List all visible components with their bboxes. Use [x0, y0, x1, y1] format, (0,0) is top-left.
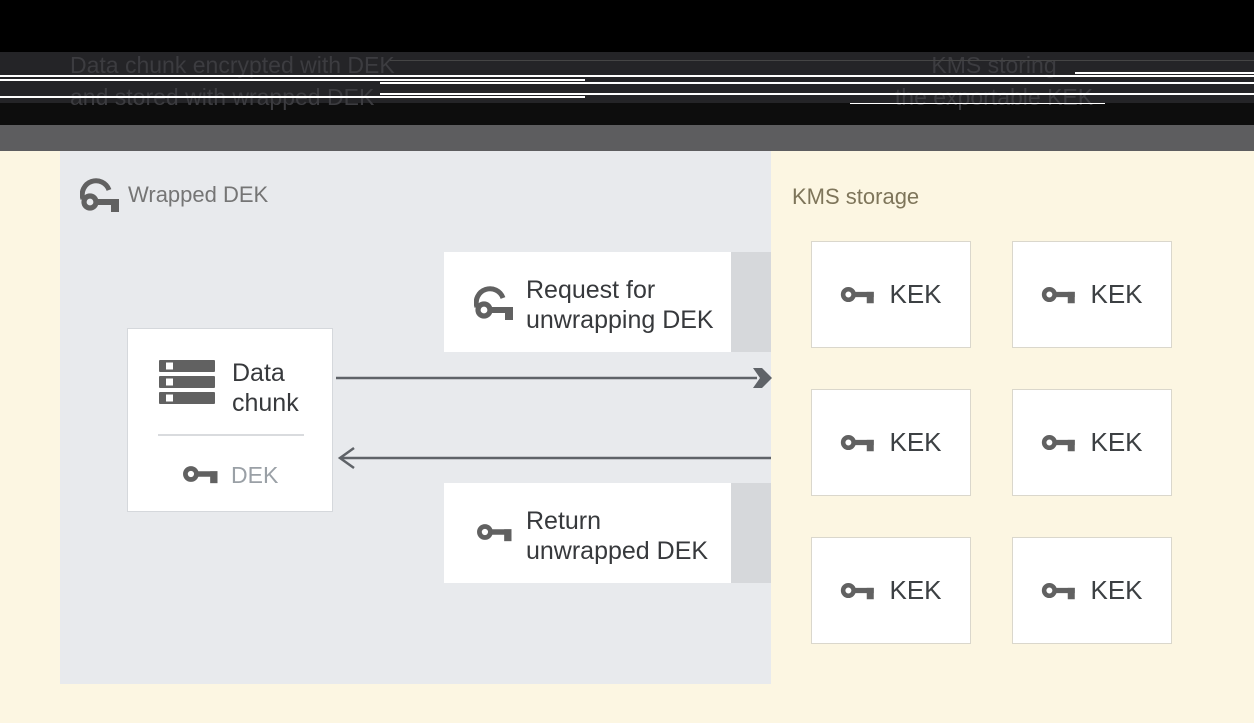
key-icon	[1042, 286, 1076, 304]
data-chunk-divider	[158, 434, 304, 436]
key-icon	[841, 434, 875, 452]
key-icon	[841, 582, 875, 600]
return-label-line1: Return	[526, 507, 602, 535]
kek-box: KEK	[811, 241, 971, 348]
return-label: Return unwrapped DEK	[526, 506, 708, 566]
data-chunk-icon	[159, 360, 215, 404]
caption-left: Data chunk encrypted with DEK and stored…	[70, 49, 395, 113]
data-chunk-label-line2: chunk	[232, 389, 299, 417]
kek-box: KEK	[1012, 241, 1172, 348]
glitch-line	[0, 75, 1254, 77]
header-band-black	[0, 0, 1254, 52]
key-icon	[477, 524, 512, 542]
caption-right-line1: KMS storing	[931, 52, 1057, 78]
caption-left-line1: Data chunk encrypted with DEK	[70, 52, 395, 78]
data-chunk-label-line1: Data	[232, 359, 285, 387]
data-chunk-label: Data chunk	[232, 358, 299, 418]
return-label-line2: unwrapped DEK	[526, 537, 709, 565]
caption-right: KMS storing the exportable KEK	[858, 49, 1130, 113]
glitch-line	[0, 96, 585, 98]
request-box	[444, 252, 731, 352]
dek-label: DEK	[231, 462, 279, 488]
glitch-line	[0, 79, 585, 81]
dek-key-icon	[183, 466, 218, 484]
wrapped-key-icon	[80, 178, 119, 212]
header-band-dark	[0, 103, 1254, 125]
request-label-line2: unwrapping DEK	[526, 306, 714, 334]
request-box-shadow	[731, 252, 771, 352]
kms-storage-label: KMS storage	[792, 184, 920, 209]
request-label: Request for unwrapping DEK	[526, 275, 714, 335]
kek-label: KEK	[889, 427, 942, 457]
kek-box: KEK	[811, 389, 971, 496]
data-chunk-box	[127, 328, 333, 512]
glitch-line	[380, 93, 1254, 95]
key-icon	[841, 286, 875, 304]
kek-label: KEK	[889, 575, 942, 605]
return-box-shadow	[731, 483, 771, 583]
request-label-line1: Request for	[526, 276, 656, 304]
caption-right-line2: the exportable KEK	[894, 84, 1094, 110]
key-icon	[1042, 434, 1076, 452]
header-band-gray	[0, 125, 1254, 151]
kek-label: KEK	[1090, 575, 1143, 605]
kek-box: KEK	[1012, 389, 1172, 496]
glitch-line	[390, 60, 1254, 61]
kek-box: KEK	[1012, 537, 1172, 644]
kek-label: KEK	[1090, 279, 1143, 309]
kek-box: KEK	[811, 537, 971, 644]
kek-label: KEK	[889, 279, 942, 309]
kek-label: KEK	[1090, 427, 1143, 457]
glitch-line	[1075, 72, 1254, 74]
glitch-line	[380, 82, 1254, 84]
wrapped-dek-label: Wrapped DEK	[128, 182, 269, 207]
key-icon	[1042, 582, 1076, 600]
glitch-line	[850, 103, 1105, 104]
wrapped-key-icon	[474, 286, 513, 320]
